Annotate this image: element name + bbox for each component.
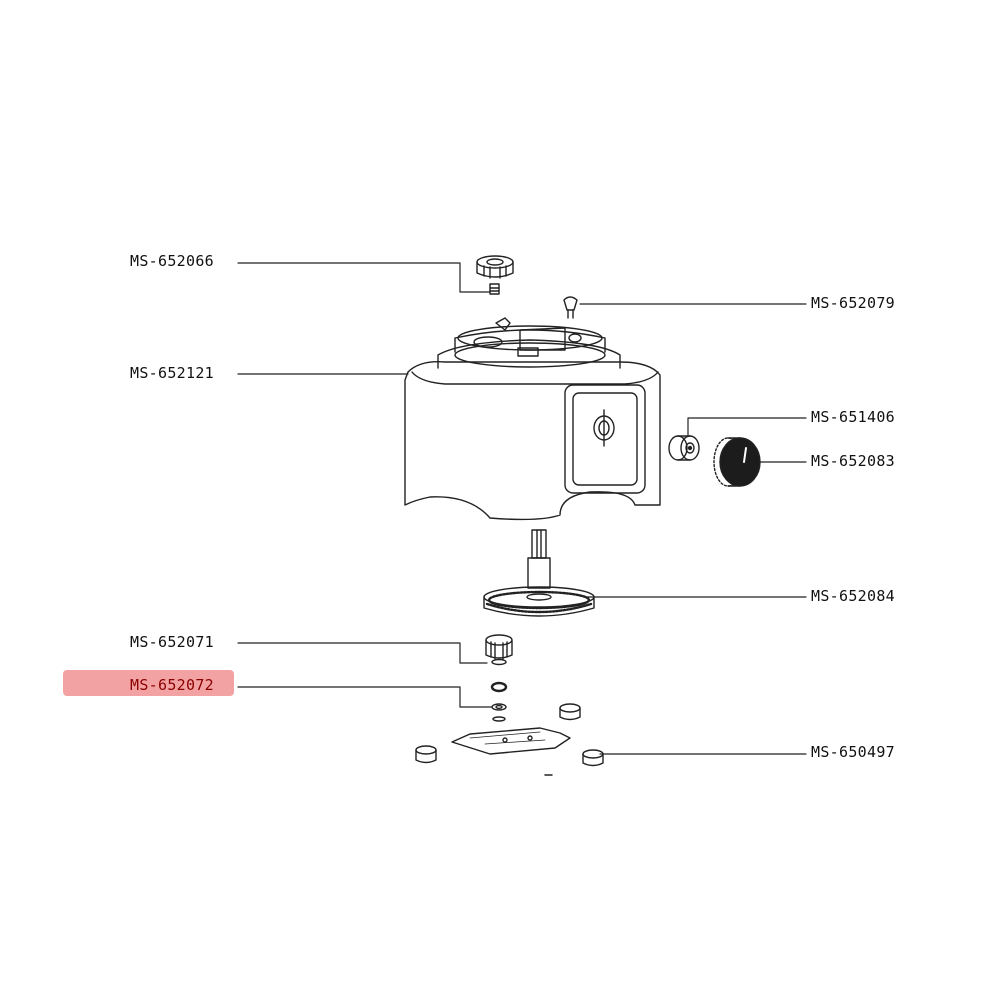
part-label-ms-652071[interactable]: MS-652071 bbox=[130, 633, 214, 651]
leader-lines bbox=[237, 262, 807, 755]
cap-screw-part bbox=[476, 255, 514, 295]
leader-ms-651406 bbox=[687, 417, 807, 437]
rubber-foot-left bbox=[415, 745, 437, 764]
leader-ms-652066 bbox=[237, 262, 491, 293]
o-ring-washer-part bbox=[490, 681, 508, 722]
knob-insert-part bbox=[668, 435, 700, 461]
part-label-ms-652121[interactable]: MS-652121 bbox=[130, 364, 214, 382]
part-label-ms-650497[interactable]: MS-650497 bbox=[811, 743, 895, 761]
part-label-ms-652079[interactable]: MS-652079 bbox=[811, 294, 895, 312]
small-screw-part bbox=[563, 296, 578, 319]
base-plate-feet-part bbox=[415, 703, 604, 776]
gear-shaft-part bbox=[483, 529, 595, 617]
housing-part bbox=[404, 317, 661, 521]
leader-ms-652072 bbox=[237, 686, 493, 708]
part-label-ms-652072[interactable]: MS-652072 bbox=[130, 676, 214, 694]
rubber-foot-top bbox=[559, 703, 581, 721]
rubber-foot-right bbox=[582, 749, 604, 767]
small-gear-part bbox=[485, 634, 513, 666]
part-label-ms-651406[interactable]: MS-651406 bbox=[811, 408, 895, 426]
speed-knob-part bbox=[713, 437, 761, 487]
selected-part-highlight bbox=[63, 670, 234, 696]
part-label-ms-652084[interactable]: MS-652084 bbox=[811, 587, 895, 605]
part-label-ms-652066[interactable]: MS-652066 bbox=[130, 252, 214, 270]
part-label-ms-652083[interactable]: MS-652083 bbox=[811, 452, 895, 470]
leader-ms-652071 bbox=[237, 642, 488, 664]
